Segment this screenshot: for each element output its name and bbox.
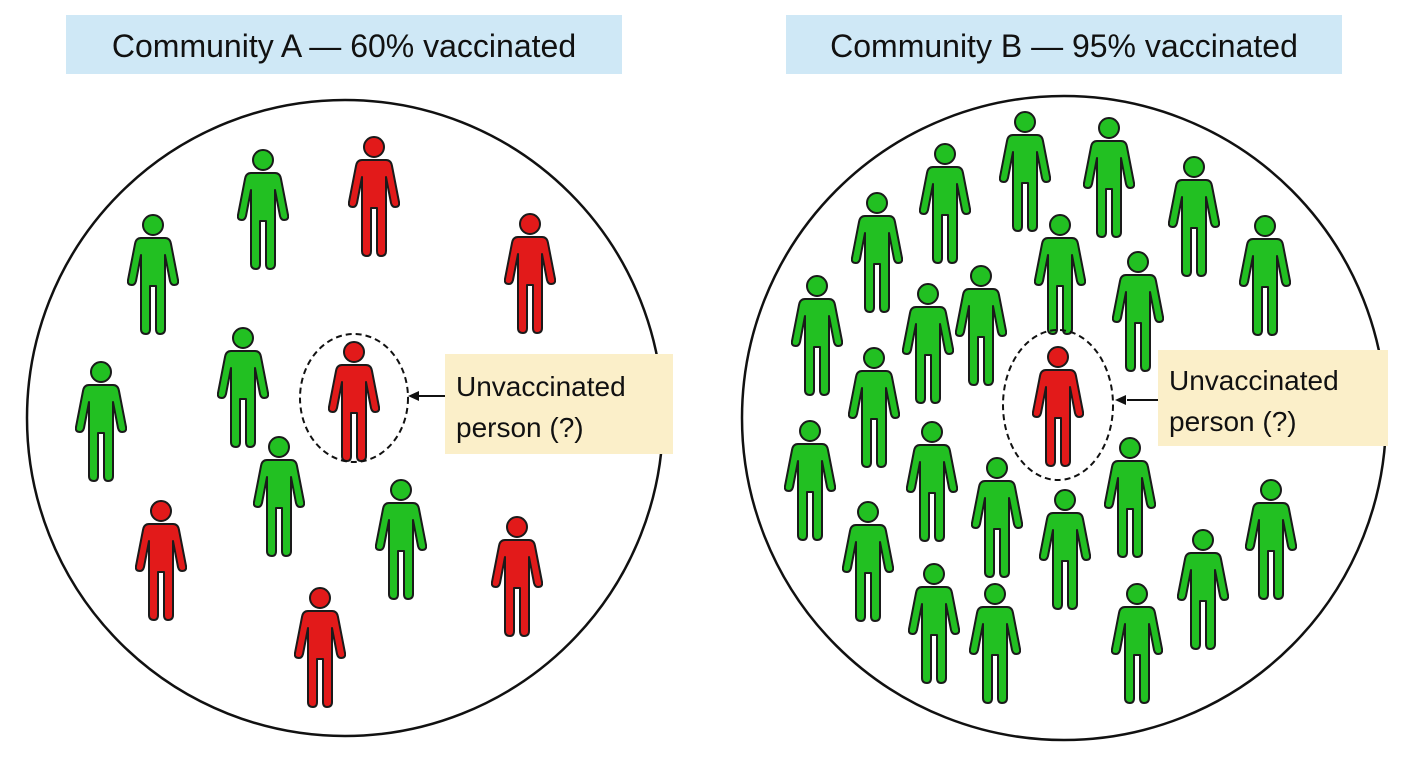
community-b-arrow-head [1115,395,1126,405]
community-a-focus-ring [299,333,409,463]
community-b-focus-ring [1002,329,1114,481]
community-a-callout-box [445,354,673,454]
community-b-title-box [786,15,1342,74]
community-a-callout-line1: Unvaccinated [456,371,626,402]
community-a-title: Community A — 60% vaccinated [112,28,576,64]
community-b-callout-line1: Unvaccinated [1169,365,1339,396]
community-b-panel: Community B — 95% vaccinated Unvaccinate… [740,15,1388,742]
community-a-title-box [66,15,622,74]
community-a-panel: Community A — 60% vaccinated Unvaccinate… [25,15,673,738]
community-b-title: Community B — 95% vaccinated [830,28,1298,64]
community-a-arrow-head [408,391,419,401]
community-a-callout-line2: person (?) [456,412,584,443]
community-b-callout-box [1158,350,1388,446]
community-b-callout-line2: person (?) [1169,406,1297,437]
